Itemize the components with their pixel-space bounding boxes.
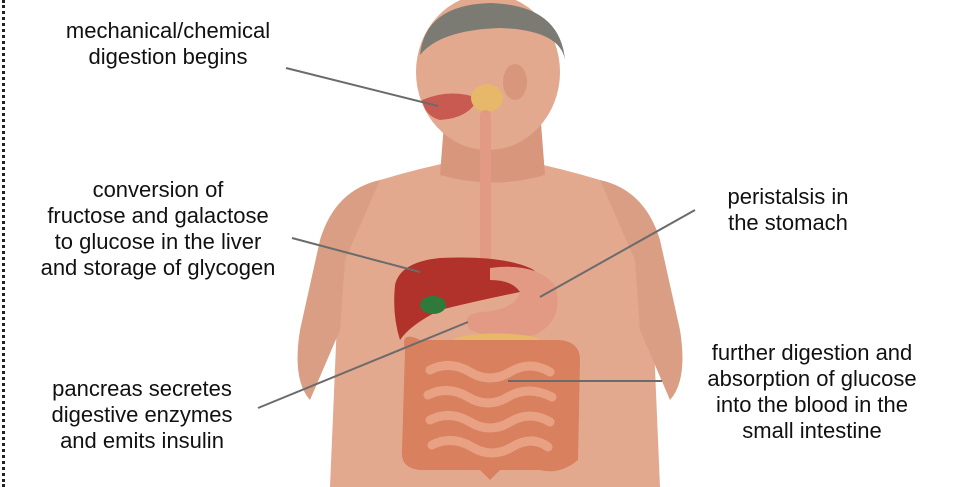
leader-line-mouth [286, 68, 438, 106]
label-pancreas-line-1: pancreas secretes [12, 376, 272, 402]
label-intestine: further digestion and absorption of gluc… [672, 340, 952, 444]
label-intestine-line-1: further digestion and [672, 340, 952, 366]
label-liver-line-3: to glucose in the liver [8, 229, 308, 255]
label-intestine-line-2: absorption of glucose [672, 366, 952, 392]
salivary-gland [471, 84, 503, 112]
label-intestine-line-3: into the blood in the [672, 392, 952, 418]
label-mouth-line-2: digestion begins [18, 44, 318, 70]
label-pancreas: pancreas secretes digestive enzymes and … [12, 376, 272, 454]
esophagus [480, 110, 491, 270]
label-pancreas-line-2: digestive enzymes [12, 402, 272, 428]
label-stomach: peristalsis in the stomach [658, 184, 918, 236]
ear [503, 64, 527, 100]
gallbladder [420, 296, 446, 314]
label-mouth: mechanical/chemical digestion begins [18, 18, 318, 70]
label-pancreas-line-3: and emits insulin [12, 428, 272, 454]
large-intestine [402, 337, 580, 480]
label-liver-line-4: and storage of glycogen [8, 255, 308, 281]
label-intestine-line-4: small intestine [672, 418, 952, 444]
label-stomach-line-1: peristalsis in [658, 184, 918, 210]
label-liver-line-1: conversion of [8, 177, 308, 203]
label-liver: conversion of fructose and galactose to … [8, 177, 308, 281]
label-mouth-line-1: mechanical/chemical [18, 18, 318, 44]
label-stomach-line-2: the stomach [658, 210, 918, 236]
label-liver-line-2: fructose and galactose [8, 203, 308, 229]
